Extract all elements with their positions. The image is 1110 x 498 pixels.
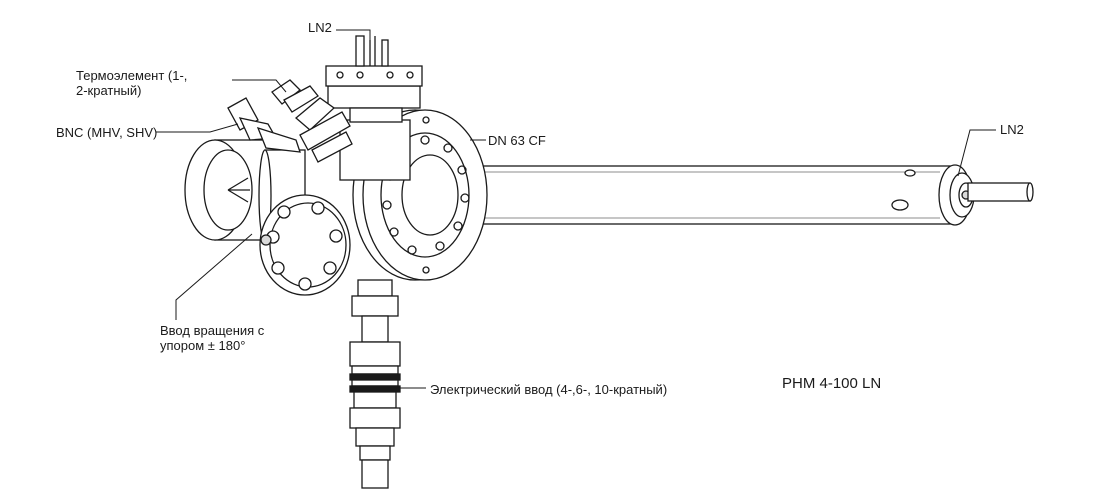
- rotary-feedthrough-label-line1: Ввод вращения с: [160, 323, 265, 338]
- flange-label: DN 63 CF: [488, 133, 546, 148]
- ln2-right-label: LN2: [1000, 122, 1024, 137]
- thermocouple-label-line1: Термоэлемент (1-,: [76, 68, 188, 83]
- bnc-label: BNC (MHV, SHV): [56, 125, 158, 140]
- tube-end-ln2-connector: [938, 164, 1034, 226]
- rotary-feedthrough-label-line2: упором ± 180°: [160, 338, 246, 353]
- electrical-feedthrough: [349, 279, 401, 489]
- top-flange: [325, 35, 423, 181]
- thermocouple-label-line2: 2-кратный): [76, 83, 142, 98]
- thermocouple-feedthroughs: [271, 79, 353, 163]
- manipulator-tube: [419, 165, 951, 225]
- bnc-feedthrough: [227, 97, 301, 153]
- model-label: PHM 4-100 LN: [782, 375, 882, 392]
- electrical-feedthrough-label: Электрический ввод (4-,6-, 10-кратный): [430, 382, 668, 397]
- ln2-top-label: LN2: [308, 20, 332, 35]
- leader-lines: [156, 29, 996, 389]
- side-blank-flange: [259, 194, 351, 296]
